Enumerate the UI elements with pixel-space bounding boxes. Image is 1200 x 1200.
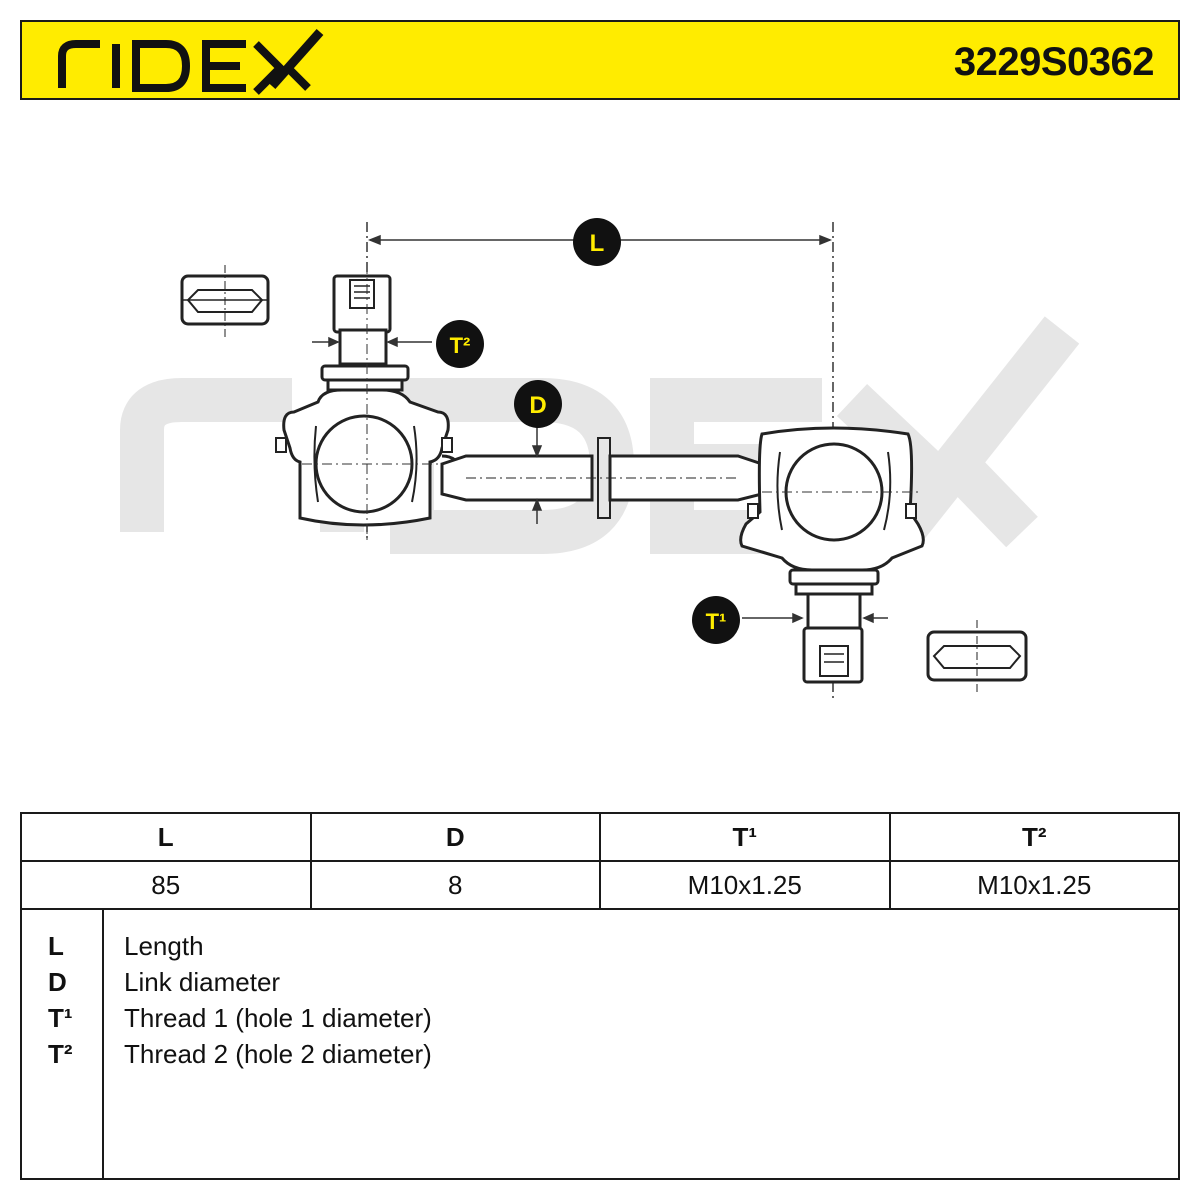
legend-key: T¹ bbox=[48, 1003, 73, 1033]
thread2-badge-label: T² bbox=[450, 333, 471, 358]
thread1-badge-label: T¹ bbox=[706, 609, 727, 634]
legend-description: Length bbox=[124, 931, 204, 961]
legend-item: L Length bbox=[22, 928, 1122, 964]
thread1-badge: T¹ bbox=[692, 596, 740, 644]
technical-drawing: L T² bbox=[120, 218, 1080, 700]
legend-item: T¹ Thread 1 (hole 1 diameter) bbox=[22, 1000, 1122, 1036]
legend-item: D Link diameter bbox=[22, 964, 1122, 1000]
legend-key: T² bbox=[48, 1039, 73, 1069]
legend: L Length D Link diameter T¹ Thread 1 (ho… bbox=[20, 910, 1180, 1180]
specs-header-thread2: T² bbox=[888, 812, 1180, 862]
length-badge: L bbox=[573, 218, 621, 266]
specs-value-length: 85 bbox=[20, 860, 312, 910]
left-ball-joint bbox=[275, 274, 464, 527]
thread2-badge: T² bbox=[436, 320, 484, 368]
specs-value-thread2: M10x1.25 bbox=[888, 860, 1180, 910]
specs-header-row: L D T¹ T² bbox=[20, 812, 1180, 862]
thread1-dimension bbox=[742, 612, 888, 624]
specs-table: L D T¹ T² 85 8 M10x1.25 M10x1.25 bbox=[20, 812, 1180, 910]
specs-header-diameter: D bbox=[309, 812, 601, 862]
diameter-badge: D bbox=[514, 380, 562, 428]
right-ball-joint bbox=[739, 426, 925, 684]
specs-header-length: L bbox=[20, 812, 312, 862]
specs-value-thread1: M10x1.25 bbox=[599, 860, 891, 910]
legend-description: Thread 1 (hole 1 diameter) bbox=[124, 1003, 432, 1033]
legend-description: Thread 2 (hole 2 diameter) bbox=[124, 1039, 432, 1069]
nut-top-left bbox=[180, 265, 270, 338]
legend-description: Link diameter bbox=[124, 967, 281, 997]
diameter-badge-label: D bbox=[529, 392, 546, 419]
header-bar: 3229S0362 bbox=[20, 20, 1180, 100]
legend-item: T² Thread 2 (hole 2 diameter) bbox=[22, 1036, 1122, 1072]
specs-header-thread1: T¹ bbox=[599, 812, 891, 862]
nut-bottom-right bbox=[926, 620, 1028, 694]
specs-value-diameter: 8 bbox=[309, 860, 601, 910]
diameter-dimension bbox=[531, 426, 543, 524]
ridex-logo bbox=[58, 29, 324, 95]
legend-divider bbox=[102, 910, 104, 1178]
length-badge-label: L bbox=[590, 230, 605, 257]
specs-value-row: 85 8 M10x1.25 M10x1.25 bbox=[20, 860, 1180, 910]
legend-key: L bbox=[48, 931, 64, 961]
part-number: 3229S0362 bbox=[953, 40, 1155, 84]
thread2-dimension bbox=[312, 336, 432, 348]
legend-key: D bbox=[48, 967, 67, 997]
ridex-watermark bbox=[120, 316, 1080, 556]
